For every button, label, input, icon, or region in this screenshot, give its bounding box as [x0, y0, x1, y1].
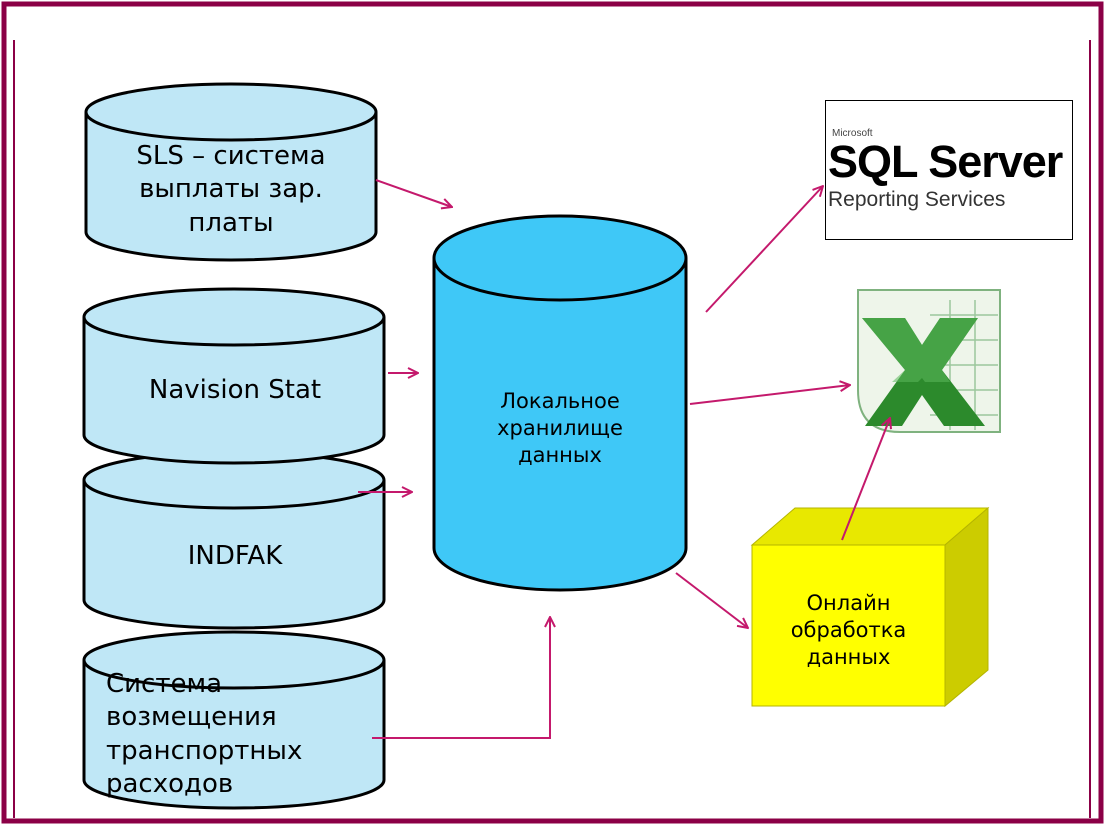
warehouse-cylinder	[432, 214, 688, 592]
source-label-indfak: INDFAK	[187, 541, 283, 571]
source-cylinder-2	[82, 287, 386, 465]
source-cylinder-3	[82, 450, 386, 630]
warehouse-label: Локальное хранилище данных	[497, 389, 623, 467]
arrow-transport-to-warehouse	[372, 617, 550, 739]
source-cylinder-4	[82, 630, 386, 810]
arrow-warehouse-to-ssrs	[705, 186, 823, 313]
source-label-navision: Navision Stat	[148, 375, 322, 405]
ssrs-logo-product: SQL Server	[828, 136, 1063, 187]
arrow-warehouse-to-online	[675, 572, 748, 628]
online-processing-cube	[750, 506, 990, 708]
flow-arrows	[358, 179, 890, 739]
online-processing-label: Онлайн обработка данных	[790, 591, 907, 669]
ssrs-logo: Microsoft SQL Server Reporting Services	[825, 100, 1073, 240]
arrow-online-to-excel	[841, 418, 890, 541]
source-cylinder-1	[84, 82, 378, 262]
arrow-warehouse-to-excel	[689, 385, 850, 405]
ssrs-logo-vendor: Microsoft	[832, 128, 873, 139]
arrow-sls-to-warehouse	[375, 179, 452, 207]
source-label-sls: SLS – система выплаты зар. платы	[136, 141, 326, 238]
excel-icon	[857, 289, 1001, 433]
ssrs-logo-subtitle: Reporting Services	[828, 188, 1006, 211]
source-label-transport: Система возмещения транспортных расходов	[106, 669, 303, 799]
